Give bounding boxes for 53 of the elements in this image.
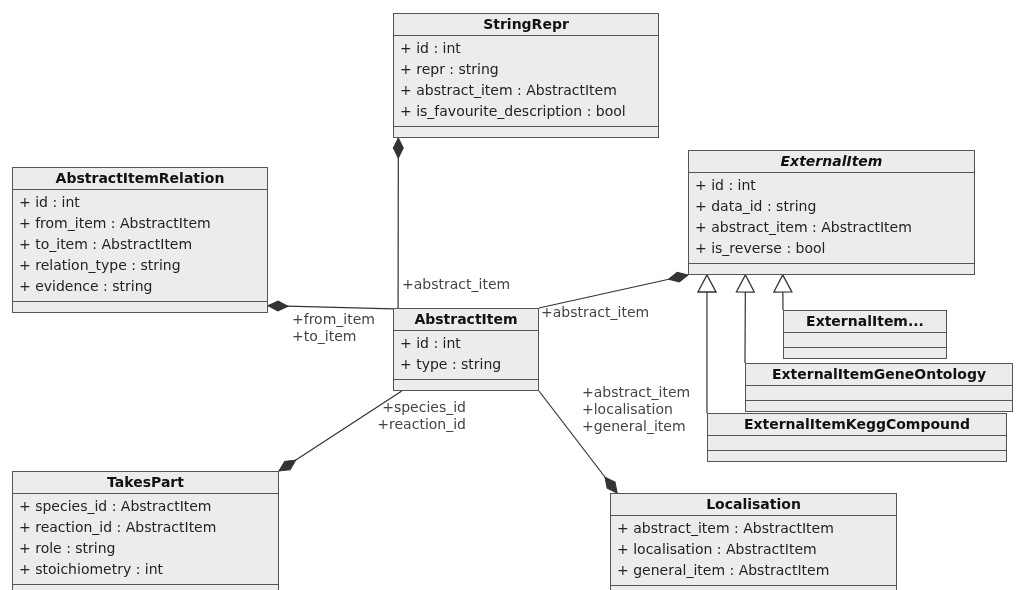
composition-connector: [278, 390, 403, 472]
attribute-text: + id : int: [695, 176, 757, 195]
attribute-text: + species_id : AbstractItem: [19, 497, 213, 516]
class-name: AbstractItemRelation: [13, 168, 267, 190]
composition-connector: [538, 390, 618, 494]
attribute-text: + abstract_item : AbstractItem: [695, 218, 913, 237]
attribute-text: + evidence : string: [19, 277, 154, 296]
attribute-text: + data_id : string: [695, 197, 818, 216]
attribute-text: + repr : string: [400, 60, 500, 79]
composition-connector: [538, 271, 689, 309]
attribute-text: + abstract_item : AbstractItem: [617, 519, 835, 538]
class-box: [688, 150, 975, 275]
class-name: ExternalItemGeneOntology: [746, 364, 1012, 386]
class-box: [12, 471, 279, 590]
generalization-arrow: [773, 274, 793, 311]
class-name: ExternalItem: [689, 151, 974, 173]
class-box: [12, 167, 268, 313]
edge-label: +species_id +reaction_id: [376, 399, 466, 433]
attribute-text: + is_reverse : bool: [695, 239, 827, 258]
attribute-text: + reaction_id : AbstractItem: [19, 518, 218, 537]
edge-label: +abstract_item: [541, 304, 651, 321]
attribute-text: + stoichiometry : int: [19, 560, 165, 579]
class-box: [745, 363, 1013, 412]
generalization-arrow: [735, 274, 755, 364]
edge-label: +abstract_item: [402, 276, 512, 293]
class-name: AbstractItem: [394, 309, 538, 331]
attribute-text: + localisation : AbstractItem: [617, 540, 818, 559]
edge-label: +abstract_item +localisation +general_item: [582, 384, 692, 435]
attribute-text: + role : string: [19, 539, 117, 558]
composition-connector: [267, 300, 394, 312]
attribute-text: + type : string: [400, 355, 503, 374]
attribute-text: + relation_type : string: [19, 256, 182, 275]
class-name: Localisation: [611, 494, 896, 516]
class-name: TakesPart: [13, 472, 278, 494]
attribute-text: + general_item : AbstractItem: [617, 561, 831, 580]
class-name: StringRepr: [394, 14, 658, 36]
generalization-arrow: [697, 274, 717, 414]
class-box: [393, 13, 659, 138]
class-box: [707, 413, 1007, 462]
class-box: [393, 308, 539, 391]
attribute-text: + abstract_item : AbstractItem: [400, 81, 618, 100]
attribute-text: + from_item : AbstractItem: [19, 214, 212, 233]
class-name: ExternalItemKeggCompound: [708, 414, 1006, 436]
attribute-text: + id : int: [400, 39, 462, 58]
attribute-text: + to_item : AbstractItem: [19, 235, 194, 254]
class-box: [783, 310, 947, 359]
class-box: [610, 493, 897, 590]
attribute-text: + id : int: [19, 193, 81, 212]
class-name: ExternalItem...: [784, 311, 946, 333]
composition-connector: [392, 137, 404, 309]
attribute-text: + is_favourite_description : bool: [400, 102, 627, 121]
attribute-text: + id : int: [400, 334, 462, 353]
edge-label: +from_item +to_item: [292, 311, 376, 345]
